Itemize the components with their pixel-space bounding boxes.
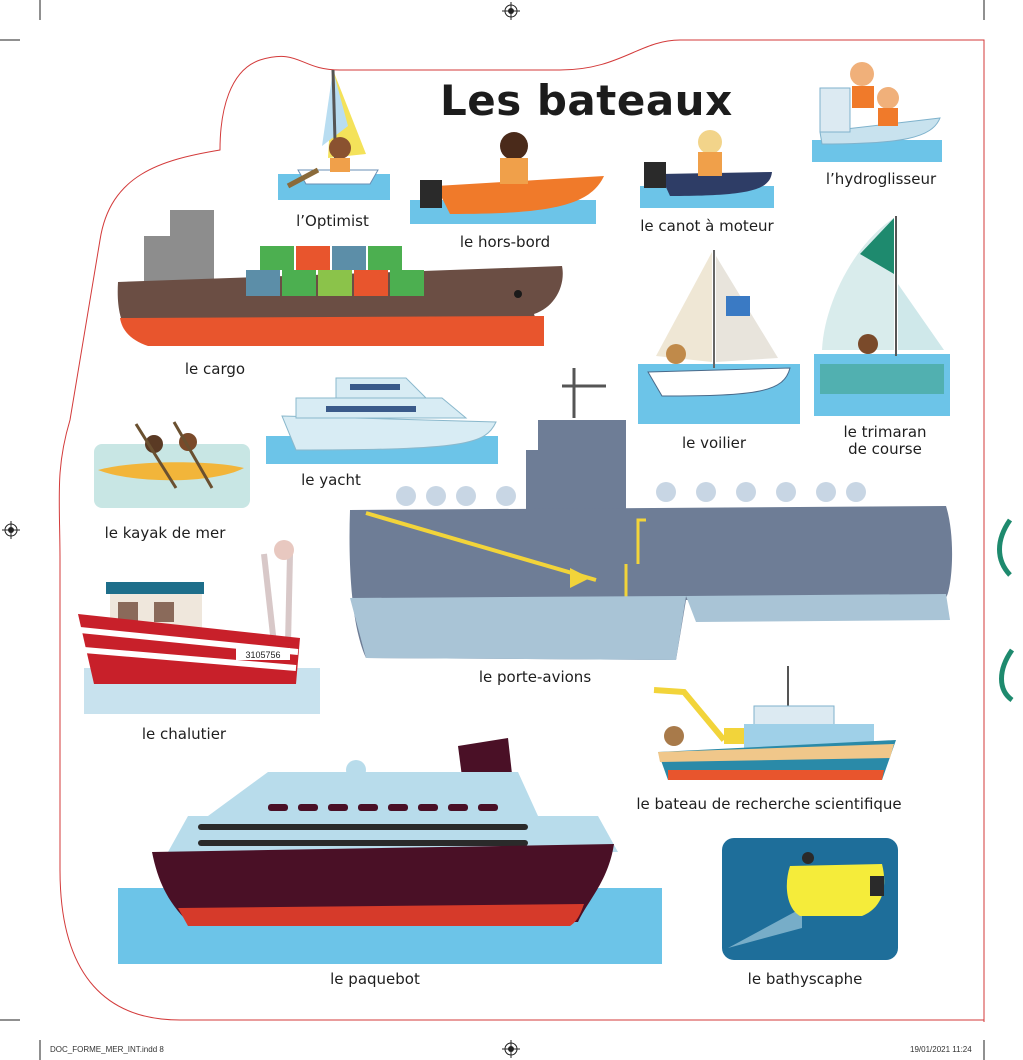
optimist-illustration [278, 69, 390, 200]
slug-filename: DOC_FORME_MER_INT.indd 8 [50, 1045, 164, 1054]
trawler-number: 3105756 [245, 650, 280, 660]
hydroglisseur-label: l’hydroglisseur [825, 170, 937, 188]
recherche-illustration [653, 666, 896, 780]
chalutier-label: le chalutier [141, 725, 227, 743]
registration-mark-icon [502, 2, 520, 20]
yacht-label: le yacht [301, 471, 361, 489]
kayak-illustration [94, 421, 250, 508]
registration-mark-icon [502, 1040, 520, 1058]
hydroglisseur-illustration [812, 62, 942, 162]
registration-mark-icon [2, 521, 20, 539]
slug-date: 19/01/2021 11:24 [910, 1045, 972, 1054]
trimaran-illustration [814, 216, 950, 416]
cargo-label: le cargo [184, 360, 246, 378]
voilier-label: le voilier [681, 434, 747, 452]
chalutier-illustration: 3105756 [78, 540, 320, 714]
page-title: Les bateaux [440, 76, 733, 125]
paquebot-illustration [118, 738, 662, 964]
trimaran-label-line1: le trimaran [843, 423, 927, 441]
porte-avions-illustration [349, 368, 953, 660]
canot-illustration [640, 130, 774, 208]
cargo-illustration [117, 210, 563, 346]
kayak-label: le kayak de mer [104, 524, 226, 542]
canot-label: le canot à moteur [640, 217, 774, 235]
hors-bord-illustration [410, 132, 604, 224]
recherche-label: le bateau de recherche scientifique [636, 795, 902, 813]
bathyscaphe-illustration [722, 838, 898, 960]
paquebot-label: le paquebot [330, 970, 420, 988]
trimaran-label-line2: de course [848, 440, 922, 458]
porte-avions-label: le porte-avions [478, 668, 592, 686]
bathyscaphe-label: le bathyscaphe [747, 970, 863, 988]
hors-bord-label: le hors-bord [459, 233, 551, 251]
voilier-illustration [638, 250, 800, 424]
yacht-illustration [266, 377, 498, 464]
optimist-label: l’Optimist [296, 212, 369, 230]
